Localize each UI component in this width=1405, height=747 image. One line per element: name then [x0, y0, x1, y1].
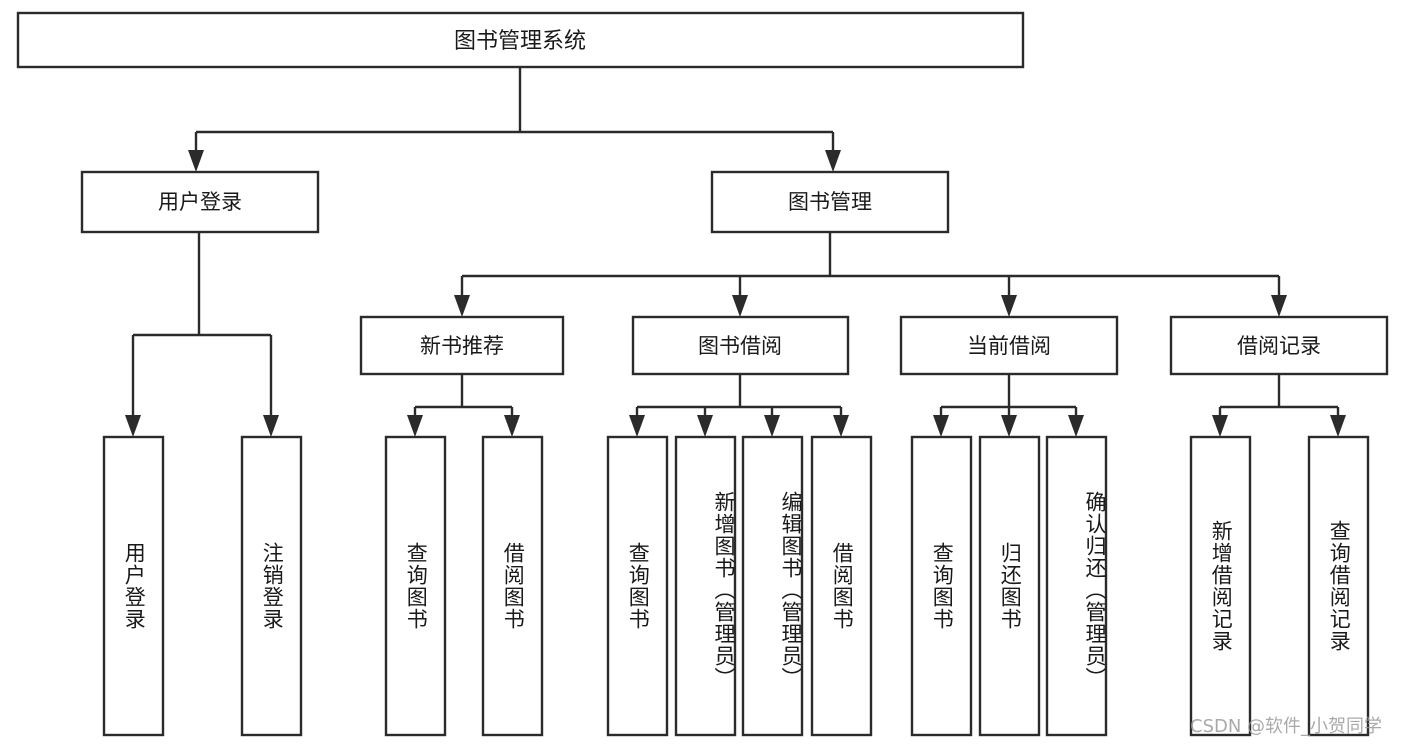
leaf-boxes: [102, 435, 1370, 737]
arrow-head-icon: [1001, 415, 1017, 437]
node-label-current-borrow: 当前借阅: [967, 334, 1051, 358]
node-book-management[interactable]: 图书管理: [710, 170, 950, 234]
connector-newbook-to-leaves: [407, 374, 520, 437]
node-box-leaf-3[interactable]: [481, 435, 544, 737]
connector-records-to-leaves: [1212, 374, 1346, 437]
node-box[interactable]: [80, 170, 320, 234]
arrow-head-icon: [732, 295, 748, 317]
node-label-borrow-records: 借阅记录: [1237, 334, 1321, 358]
node-box[interactable]: [1169, 315, 1389, 376]
node-box-leaf-11[interactable]: [1189, 435, 1252, 737]
arrow-head-icon: [933, 415, 949, 437]
node-box[interactable]: [631, 315, 850, 376]
node-borrow-records[interactable]: 借阅记录: [1169, 315, 1389, 376]
node-box-leaf-2[interactable]: [384, 435, 447, 737]
node-user-login[interactable]: 用户登录: [80, 170, 320, 234]
arrow-head-icon: [1330, 415, 1346, 437]
node-label-new-book-recommendation: 新书推荐: [420, 334, 504, 358]
arrow-head-icon: [629, 415, 645, 437]
node-box-leaf-6[interactable]: [741, 435, 804, 737]
arrow-head-icon: [764, 415, 780, 437]
connector-borrow-to-leaves: [629, 374, 849, 437]
arrow-head-icon: [1068, 415, 1084, 437]
node-root-book-management-system[interactable]: 图书管理系统: [16, 11, 1025, 69]
arrow-head-icon: [504, 415, 520, 437]
node-box[interactable]: [710, 170, 950, 234]
node-label-user-login: 用户登录: [158, 190, 242, 214]
arrow-head-icon: [407, 415, 423, 437]
node-box[interactable]: [359, 315, 565, 376]
node-label-book-borrow: 图书借阅: [698, 334, 782, 358]
connector-bookmgmt-to-level3: [454, 232, 1287, 317]
node-box-leaf-7[interactable]: [810, 435, 873, 737]
node-box-leaf-10[interactable]: [1045, 435, 1108, 737]
arrow-head-icon: [1001, 295, 1017, 317]
connector-root-to-level2: [188, 67, 841, 172]
node-book-borrow[interactable]: 图书借阅: [631, 315, 850, 376]
node-box-leaf-12[interactable]: [1307, 435, 1370, 737]
arrow-head-icon: [188, 150, 204, 172]
arrow-head-icon: [1271, 295, 1287, 317]
arrow-head-icon: [833, 415, 849, 437]
node-box-leaf-9[interactable]: [978, 435, 1041, 737]
arrow-head-icon: [263, 415, 279, 437]
node-box-leaf-4[interactable]: [606, 435, 669, 737]
node-box-leaf-1[interactable]: [240, 435, 303, 737]
arrow-head-icon: [454, 295, 470, 317]
csdn-watermark: CSDN @软件_小贺同学: [1190, 716, 1383, 737]
node-label-book-management: 图书管理: [788, 190, 872, 214]
node-box-leaf-0[interactable]: [102, 435, 165, 737]
node-new-book-recommendation[interactable]: 新书推荐: [359, 315, 565, 376]
node-label-root: 图书管理系统: [454, 29, 586, 54]
node-box[interactable]: [16, 11, 1025, 69]
connector-userlogin-to-leaves: [125, 232, 279, 437]
node-current-borrow[interactable]: 当前借阅: [899, 315, 1119, 376]
node-box-leaf-5[interactable]: [674, 435, 737, 737]
node-box[interactable]: [899, 315, 1119, 376]
arrow-head-icon: [125, 415, 141, 437]
arrow-head-icon: [825, 150, 841, 172]
arrow-head-icon: [697, 415, 713, 437]
node-box-leaf-8[interactable]: [910, 435, 973, 737]
arrow-head-icon: [1212, 415, 1228, 437]
connector-current-to-leaves: [933, 374, 1084, 437]
